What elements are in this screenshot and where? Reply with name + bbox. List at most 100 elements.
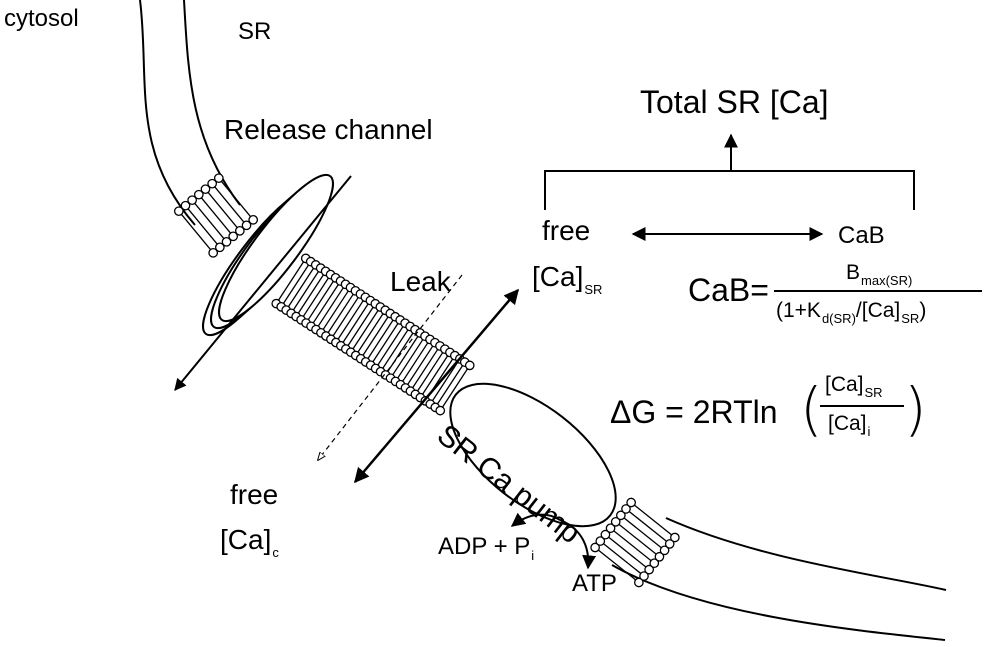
lipid-tail — [275, 258, 307, 304]
cab-den-mid: /[Ca] — [855, 299, 901, 322]
cab-den-close: ) — [919, 299, 927, 322]
lipid-head — [435, 405, 446, 416]
lipid-bilayer — [590, 497, 680, 588]
lipid-tail — [198, 194, 234, 237]
lipid-head — [615, 510, 626, 521]
adp-pi-subscript: i — [531, 548, 535, 563]
adp-arrow — [510, 512, 561, 527]
lipid-head — [207, 178, 218, 189]
lipid-tail — [310, 280, 342, 327]
lipid-head — [595, 536, 606, 546]
lipid-tail — [218, 177, 254, 221]
lipid-head — [213, 173, 224, 184]
dg-eq-lhs: ΔG = 2RTln — [610, 394, 778, 430]
lipid-tail — [211, 183, 248, 226]
lipid-head — [241, 220, 252, 231]
dg-num-main: [Ca] — [825, 373, 864, 396]
lipid-head — [187, 195, 198, 206]
lipid-tail — [320, 287, 352, 334]
label-cab: CaB — [838, 222, 885, 249]
lipid-tail — [615, 521, 660, 558]
label-sr: SR — [238, 18, 272, 45]
lipid-head — [173, 206, 184, 217]
lipid-head — [221, 236, 232, 247]
lipid-tail — [178, 210, 214, 254]
lipid-head — [208, 247, 219, 258]
cab-num-main: B — [846, 261, 861, 284]
sr-membrane — [139, 0, 947, 641]
lipid-tail — [285, 264, 317, 311]
membrane-outer-upper — [139, 0, 196, 226]
lipid-head — [605, 523, 616, 534]
free-c-subscript: c — [272, 545, 279, 560]
label-leak: Leak — [390, 266, 451, 297]
lipid-tail — [191, 199, 228, 243]
adp-pi-text: ADP + P — [438, 533, 531, 560]
lipid-head — [214, 242, 225, 253]
lipid-head — [659, 545, 670, 556]
sr-ca-pump-shape — [449, 382, 617, 528]
lipid-head — [634, 577, 644, 588]
cab-num-subscript: max(SR) — [861, 273, 913, 288]
dg-fraction-line — [820, 405, 904, 407]
lipid-tail — [295, 271, 327, 317]
cab-eq-denominator: (1+Kd(SR)/[Ca]SR) — [776, 299, 927, 325]
cab-den-subscript-sr: SR — [901, 311, 920, 326]
dg-den-main: [Ca] — [828, 412, 867, 435]
dg-left-paren: ( — [800, 375, 823, 443]
lipid-tail — [625, 508, 671, 545]
lipid-head — [639, 571, 649, 581]
lipid-head — [644, 564, 655, 575]
lipid-head — [234, 225, 245, 236]
cab-eq-numerator: Bmax(SR) — [846, 261, 912, 287]
atp-arrow — [559, 519, 597, 570]
lipid-head — [180, 200, 191, 211]
free-sr-subscript: SR — [584, 282, 603, 297]
lipid-head — [600, 529, 611, 540]
cab-den-open: (1+K — [776, 299, 821, 322]
dg-num-subscript: SR — [864, 385, 883, 400]
membrane-inner-upper — [183, 0, 241, 206]
lipid-tail — [300, 274, 332, 321]
free-c-ca-text: [Ca] — [220, 524, 272, 555]
lipid-tail — [315, 283, 347, 330]
label-free-sr-line2: [Ca]SR — [532, 261, 602, 297]
lipid-tail — [280, 261, 312, 308]
label-atp: ATP — [572, 570, 617, 597]
lipid-bilayer — [173, 173, 259, 258]
label-free-sr-line1: free — [542, 215, 591, 246]
lipid-tail — [599, 540, 645, 577]
lipid-head — [610, 516, 621, 527]
lipid-tail — [290, 267, 322, 314]
lipid-head — [626, 497, 636, 508]
label-total-sr-ca: Total SR [Ca] — [640, 84, 829, 120]
lipid-tail — [305, 277, 337, 324]
lipid-head — [590, 542, 600, 553]
lipid-tail — [325, 290, 356, 337]
dg-eq-numerator: [Ca]SR — [825, 373, 883, 399]
lipid-tail — [630, 502, 676, 538]
lipid-head — [621, 504, 631, 514]
label-cytosol: cytosol — [4, 5, 79, 32]
free-sr-ca-text: [Ca] — [532, 261, 584, 292]
cab-den-subscript-kd: d(SR) — [821, 311, 856, 326]
lipid-tail — [204, 188, 241, 232]
lipid-head — [228, 231, 239, 242]
label-free-c-line2: [Ca]c — [220, 524, 279, 560]
pump-flux-arrow — [354, 288, 519, 484]
label-adp-pi: ADP + Pi — [438, 533, 534, 563]
lipid-head — [654, 551, 665, 562]
lipid-tail — [620, 514, 665, 551]
dg-den-subscript: i — [867, 424, 871, 439]
total-sr-bracket — [544, 133, 915, 210]
lipid-head — [464, 360, 475, 371]
lipid-tail — [594, 547, 640, 583]
dg-right-paren: ) — [904, 375, 927, 443]
lipid-head — [248, 214, 259, 225]
lipid-tail — [605, 534, 650, 571]
release-channel — [202, 173, 334, 337]
membrane-outer-lower — [611, 564, 946, 641]
cab-fraction-line — [774, 290, 982, 292]
membrane-inner-lower — [665, 517, 947, 591]
